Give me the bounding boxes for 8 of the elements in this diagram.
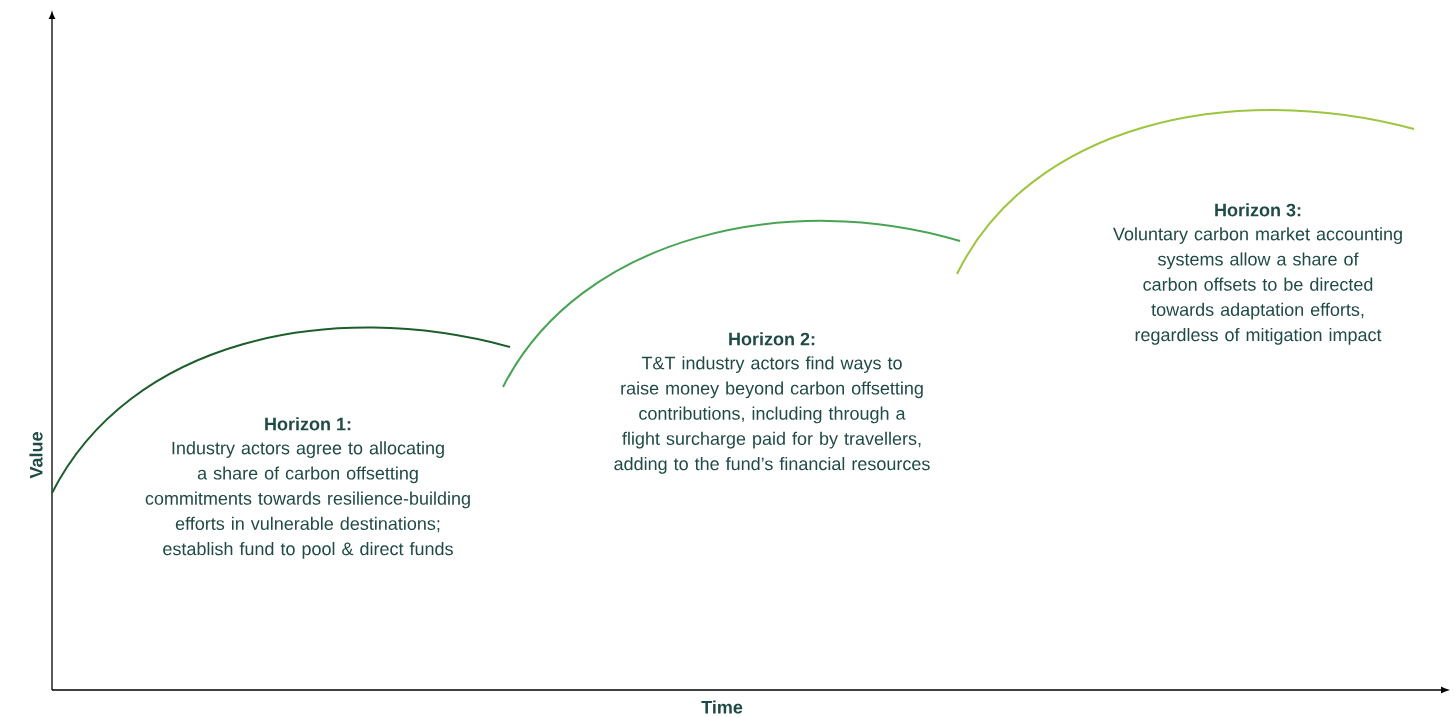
axis-label: Value (29, 432, 43, 479)
description-text: Voluntary carbon market accounting systems allow a share of carbon offsets to be directed towards adaptation efforts, regardless of mitigation impact (1113, 227, 1402, 345)
description-text: Industry actors agree to allocating a share of carbon offsetting commitments towards resilience-building efforts in vulnerable destinations; establish fund to pool & direct funds (145, 441, 470, 559)
heading: Horizon 1: (265, 417, 351, 431)
axis-label: Time (701, 700, 743, 714)
description-text: T&T industry actors find ways to raise money beyond carbon offsetting contributions, including through a flight surcharge paid for by travellers, adding to the fund’s financial resources (614, 356, 930, 474)
heading: Horizon 2: (729, 332, 815, 346)
heading: Horizon 3: (1215, 203, 1301, 217)
